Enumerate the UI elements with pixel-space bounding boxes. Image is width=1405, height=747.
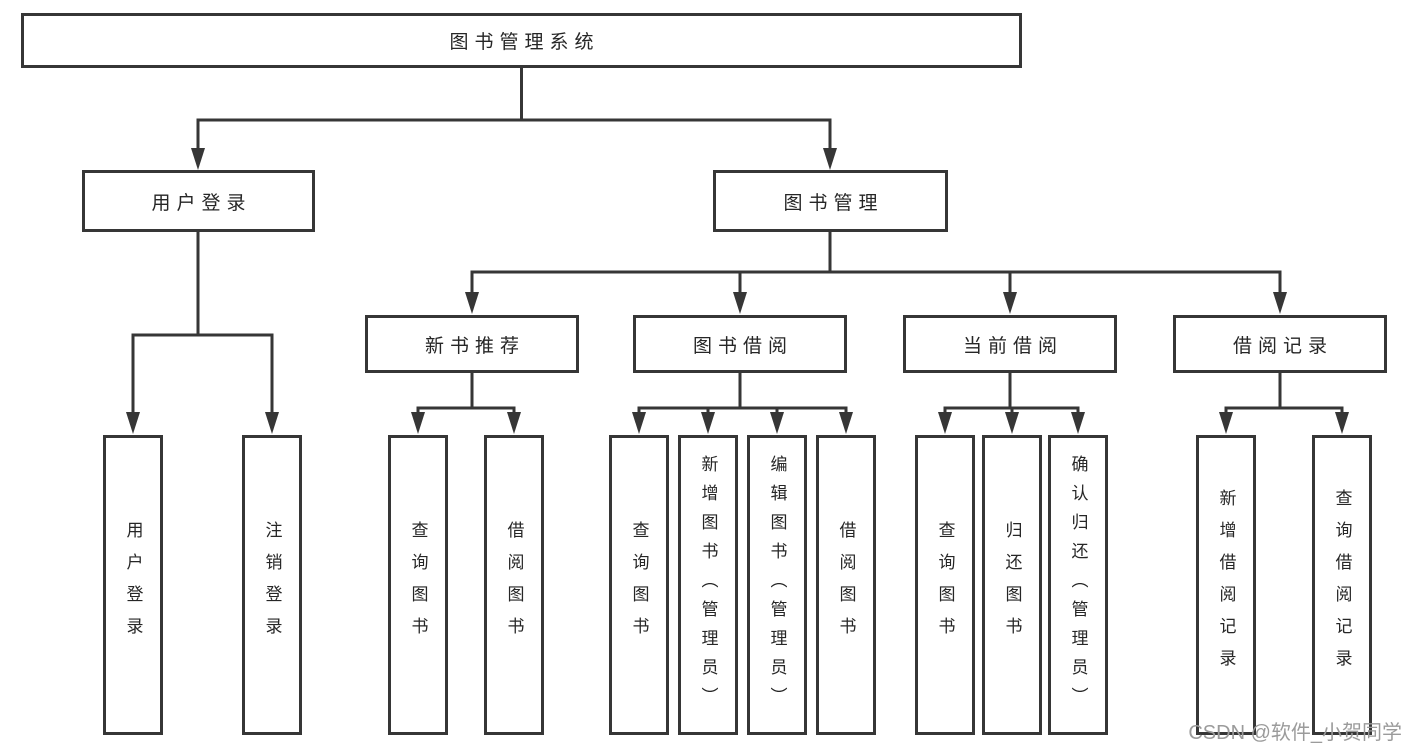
leaf-newrec-query-books: 查询图书: [388, 435, 448, 735]
node-new-book-recommend: 新书推荐: [365, 315, 579, 373]
leaf-label: 查询图书: [629, 521, 649, 649]
leaf-label: 确认归还（管理员）: [1068, 454, 1088, 716]
arrowhead: [191, 148, 205, 170]
node-library-management-system: 图书管理系统: [21, 13, 1022, 68]
leaf-label: 查询图书: [935, 521, 955, 649]
arrowhead: [701, 412, 715, 434]
node-book-management: 图书管理: [713, 170, 948, 232]
leaf-label: 注销登录: [262, 521, 282, 649]
leaf-label: 用户登录: [123, 521, 143, 649]
leaf-user-login: 用户登录: [103, 435, 163, 735]
node-label: 新书推荐: [424, 335, 525, 357]
arrowhead: [733, 292, 747, 314]
leaf-label: 查询图书: [408, 521, 428, 649]
arrowhead: [411, 412, 425, 434]
node-user-login: 用户登录: [82, 170, 315, 232]
arrowhead: [632, 412, 646, 434]
arrowhead: [465, 292, 479, 314]
node-label: 借阅记录: [1232, 335, 1333, 357]
leaf-label: 新增图书（管理员）: [698, 454, 718, 716]
leaf-label: 归还图书: [1002, 521, 1022, 649]
arrowhead: [126, 412, 140, 434]
leaf-borrowing-edit-books-admin: 编辑图书（管理员）: [747, 435, 807, 735]
arrowhead: [1005, 412, 1019, 434]
arrowhead: [938, 412, 952, 434]
node-label: 用户登录: [151, 192, 252, 214]
leaf-borrowing-query-books: 查询图书: [609, 435, 669, 735]
arrowhead: [265, 412, 279, 434]
arrowhead: [1273, 292, 1287, 314]
leaf-current-query-books: 查询图书: [915, 435, 975, 735]
leaf-label: 借阅图书: [504, 521, 524, 649]
leaf-newrec-borrow-books: 借阅图书: [484, 435, 544, 735]
leaf-label: 新增借阅记录: [1216, 489, 1236, 681]
arrowhead: [770, 412, 784, 434]
arrowhead: [1003, 292, 1017, 314]
arrowhead: [1335, 412, 1349, 434]
leaf-label: 查询借阅记录: [1332, 489, 1352, 681]
node-label: 图书管理: [783, 192, 884, 214]
node-label: 图书管理系统: [449, 32, 600, 53]
leaf-borrowing-borrow-books: 借阅图书: [816, 435, 876, 735]
leaf-records-add-borrow-record: 新增借阅记录: [1196, 435, 1256, 735]
leaf-label: 编辑图书（管理员）: [767, 454, 787, 716]
arrowhead: [1071, 412, 1085, 434]
arrowhead: [507, 412, 521, 434]
leaf-records-query-borrow-record: 查询借阅记录: [1312, 435, 1372, 735]
node-borrowing-records: 借阅记录: [1173, 315, 1387, 373]
leaf-borrowing-add-books-admin: 新增图书（管理员）: [678, 435, 738, 735]
leaf-current-return-books: 归还图书: [982, 435, 1042, 735]
node-label: 当前借阅: [962, 335, 1063, 357]
csdn-watermark: CSDN @软件_小贺同学: [1188, 722, 1402, 744]
node-book-borrowing: 图书借阅: [633, 315, 847, 373]
leaf-current-confirm-return-admin: 确认归还（管理员）: [1048, 435, 1108, 735]
arrowhead: [1219, 412, 1233, 434]
node-current-borrowing: 当前借阅: [903, 315, 1117, 373]
arrowhead: [839, 412, 853, 434]
node-label: 图书借阅: [692, 335, 793, 357]
leaf-logout-login: 注销登录: [242, 435, 302, 735]
arrowhead: [823, 148, 837, 170]
leaf-label: 借阅图书: [836, 521, 856, 649]
